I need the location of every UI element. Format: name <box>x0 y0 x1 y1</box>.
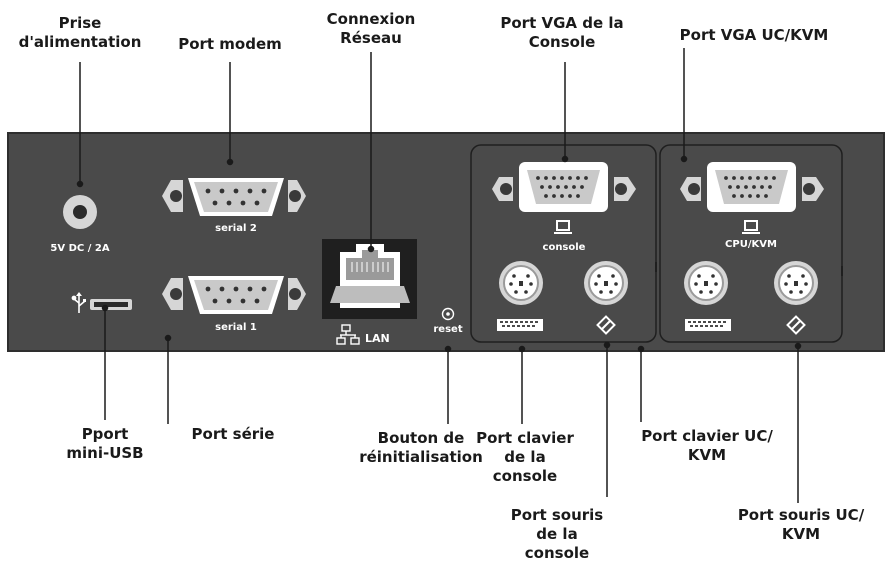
lan-port <box>322 239 417 319</box>
callout-mini-usb: Pport mini-USB <box>66 425 144 462</box>
callout-console-mouse: Port souris de la console <box>510 506 604 562</box>
mini-usb-port <box>90 299 132 310</box>
lan-label: LAN <box>365 332 390 345</box>
leader-lines <box>76 48 802 503</box>
callout-cpu-mouse: Port souris UC/ KVM <box>737 506 865 543</box>
cpu-keyboard-icon <box>685 319 731 331</box>
console-group-frame <box>470 144 657 343</box>
callout-network: Connexion Réseau <box>326 10 416 47</box>
console-mouse-icon <box>596 315 616 335</box>
console-mouse-port <box>584 261 628 305</box>
reset-label: reset <box>433 324 462 335</box>
callout-serial-port: Port série <box>191 425 275 443</box>
power-rating-label: 5V DC / 2A <box>50 243 109 254</box>
console-keyboard-port <box>499 261 543 305</box>
callout-modem-port: Port modem <box>178 35 282 53</box>
callout-reset-button: Bouton de réinitialisation <box>359 429 483 466</box>
callout-console-keyboard: Port clavier de la console <box>476 429 574 485</box>
cpu-vga-port <box>680 162 824 212</box>
usb-icon <box>71 292 86 313</box>
serial2-port <box>162 178 306 216</box>
callout-cpu-keyboard: Port clavier UC/ KVM <box>641 427 773 464</box>
network-icon <box>336 324 360 345</box>
callout-cpu-vga: Port VGA UC/KVM <box>679 26 829 44</box>
cpu-mouse-icon <box>786 315 806 335</box>
callout-power-jack: Prise d'alimentation <box>18 14 142 51</box>
serial2-label: serial 2 <box>215 223 257 234</box>
console-keyboard-icon <box>497 319 543 331</box>
serial1-port <box>162 276 306 314</box>
callout-console-vga: Port VGA de la Console <box>500 14 624 51</box>
console-monitor-icon <box>554 220 572 234</box>
power-jack <box>63 195 97 229</box>
reset-button <box>441 307 455 321</box>
cpu-mouse-port <box>774 261 818 305</box>
cpu-group-frame <box>659 144 843 343</box>
cpu-keyboard-port <box>684 261 728 305</box>
console-vga-port <box>492 162 636 212</box>
cpu-kvm-label: CPU/KVM <box>725 239 777 250</box>
console-label: console <box>543 242 586 253</box>
cpu-monitor-icon <box>742 220 760 234</box>
serial1-label: serial 1 <box>215 322 257 333</box>
